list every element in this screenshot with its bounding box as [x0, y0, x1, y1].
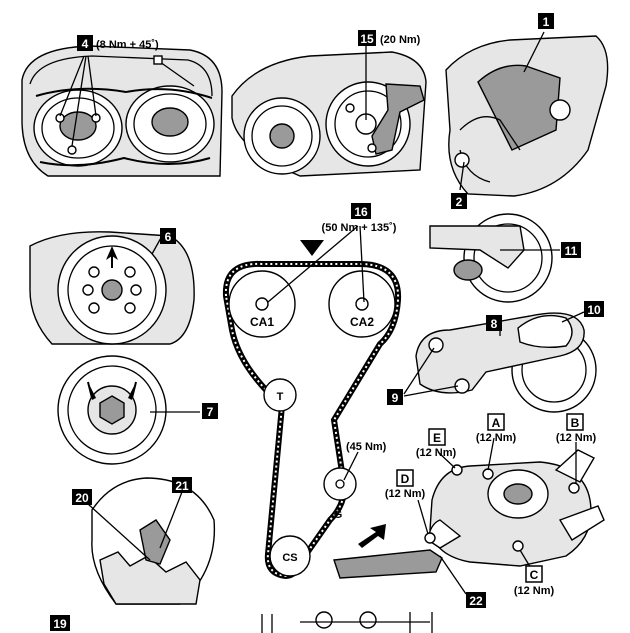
panel-engine-bracket	[445, 31, 609, 197]
svg-text:8: 8	[491, 317, 498, 331]
label-g: G	[334, 509, 343, 521]
timing-arrow-icon	[300, 240, 324, 256]
label-ca2: CA2	[350, 315, 374, 329]
callout-8: 8	[486, 315, 502, 331]
svg-text:(12 Nm): (12 Nm)	[385, 488, 426, 500]
panel-water-pump	[333, 437, 605, 595]
callout-11: 11	[561, 242, 581, 258]
callout-6: 6	[160, 228, 176, 244]
panel-sprocket-locking-tool	[429, 213, 560, 303]
callout-C: C (12 Nm)	[514, 565, 555, 597]
svg-text:15: 15	[360, 32, 374, 46]
svg-text:(50 Nm + 135˚): (50 Nm + 135˚)	[322, 222, 397, 234]
svg-text:7: 7	[207, 405, 214, 419]
callout-21: 21	[172, 477, 192, 493]
panel-sprocket-holding-tool	[231, 46, 427, 177]
svg-text:21: 21	[175, 479, 189, 493]
svg-text:D: D	[401, 472, 410, 486]
pulley-g	[323, 467, 357, 501]
torque-g: (45 Nm)	[346, 441, 387, 453]
callout-A: A (12 Nm)	[476, 413, 517, 444]
svg-text:2: 2	[456, 195, 463, 209]
svg-text:(20 Nm): (20 Nm)	[380, 34, 421, 46]
svg-text:(12 Nm): (12 Nm)	[476, 432, 517, 444]
callout-4: 4 (8 Nm + 45˚)	[77, 35, 159, 51]
label-cs: CS	[282, 552, 297, 564]
callout-D: D (12 Nm)	[385, 469, 426, 500]
svg-text:(8 Nm + 45˚): (8 Nm + 45˚)	[96, 39, 159, 51]
svg-text:C: C	[530, 568, 539, 582]
svg-text:11: 11	[565, 244, 578, 258]
svg-text:(12 Nm): (12 Nm)	[556, 432, 597, 444]
svg-text:(12 Nm): (12 Nm)	[416, 447, 457, 459]
panel-crankshaft-pulley	[57, 355, 200, 465]
belt-routing-diagram	[222, 225, 402, 580]
callout-B: B (12 Nm)	[556, 413, 597, 444]
svg-text:(12 Nm): (12 Nm)	[514, 585, 555, 597]
svg-text:22: 22	[469, 594, 483, 608]
svg-text:A: A	[492, 416, 501, 430]
callout-16: 16 (50 Nm + 135˚)	[322, 203, 397, 234]
callout-10: 10	[584, 301, 604, 317]
svg-text:10: 10	[587, 303, 601, 317]
callout-22: 22	[466, 592, 486, 608]
svg-text:20: 20	[75, 491, 89, 505]
panel-camshaft-sprockets	[21, 45, 223, 177]
panel-bottom-partial	[261, 611, 433, 633]
callout-15: 15 (20 Nm)	[358, 30, 421, 46]
callout-1: 1	[538, 13, 554, 29]
pulley-t	[263, 378, 297, 412]
label-ca1: CA1	[250, 315, 274, 329]
svg-text:4: 4	[82, 37, 89, 51]
svg-text:E: E	[433, 431, 441, 445]
callout-E: E (12 Nm)	[416, 428, 457, 459]
svg-text:16: 16	[354, 205, 368, 219]
callout-7: 7	[202, 403, 218, 419]
callout-9: 9	[387, 389, 403, 405]
svg-text:1: 1	[543, 15, 550, 29]
svg-text:6: 6	[165, 230, 172, 244]
panel-sprocket-timing-mark	[29, 231, 195, 345]
callout-2: 2	[451, 193, 467, 209]
pulley-cs	[269, 535, 311, 577]
svg-text:19: 19	[53, 617, 67, 631]
panel-timing-detail	[87, 477, 216, 605]
callout-20: 20	[72, 489, 92, 505]
panel-tensioner-bracket	[403, 311, 597, 413]
svg-text:B: B	[571, 416, 580, 430]
label-t: T	[277, 391, 284, 403]
svg-text:9: 9	[392, 391, 399, 405]
callout-19: 19	[50, 615, 70, 631]
